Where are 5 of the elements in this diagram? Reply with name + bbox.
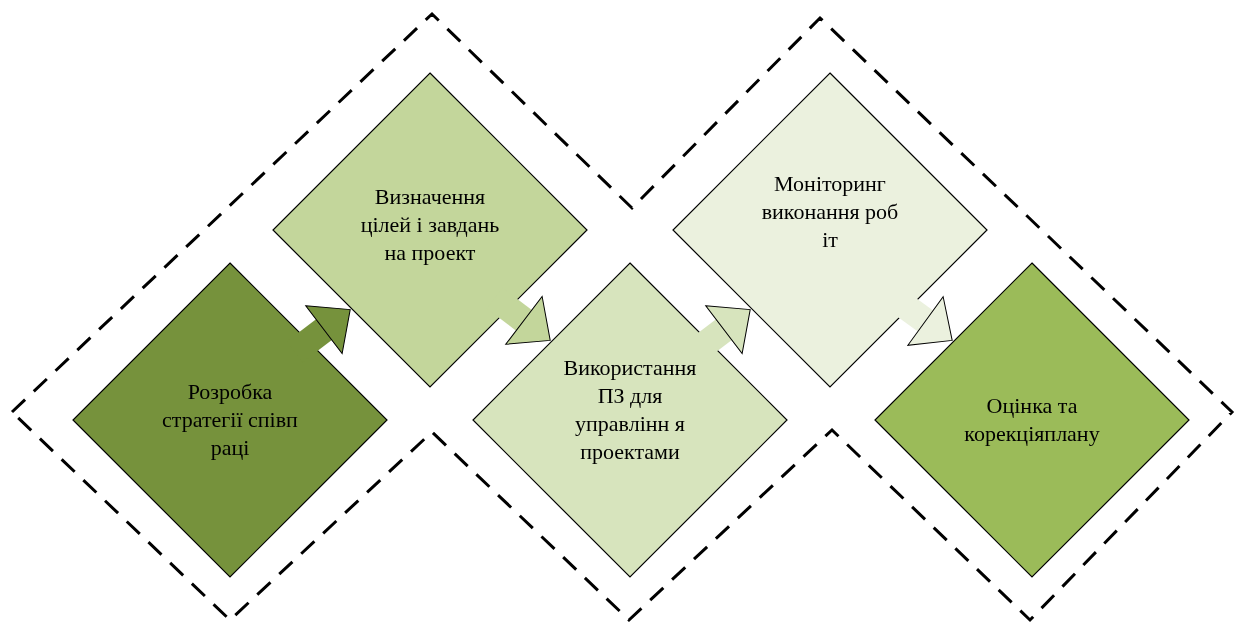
step-label: Оцінка та корекціяплану [963,392,1101,448]
step-label: Використання ПЗ для управлінн я проектами [562,354,698,466]
step-label: Визначення цілей і завдань на проект [359,183,501,267]
step-label: Розробка стратегії співп раці [161,378,299,462]
step-label: Моніторинг виконання роб іт [760,170,900,254]
